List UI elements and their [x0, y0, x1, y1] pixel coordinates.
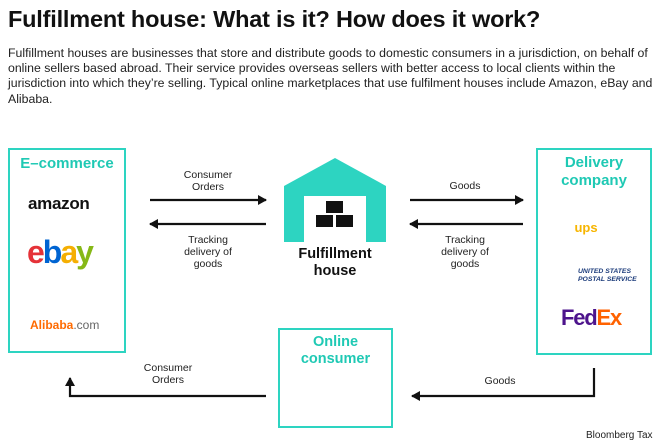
flow-label-line: delivery of [184, 246, 232, 258]
online-consumer-box: Online consumer [278, 328, 393, 428]
warehouse-icon [284, 158, 386, 242]
flow-label-consumer-orders-bottom: Consumer Orders [128, 362, 208, 386]
fulfillment-house-label: Fulfillment house [280, 246, 390, 280]
flow-label-line: delivery of [441, 246, 489, 258]
usps-line1: UNITED STATES [578, 268, 631, 275]
alibaba-name: Alibaba [30, 318, 74, 332]
flow-label-line: goods [193, 258, 223, 270]
ebay-logo: ebay [27, 234, 94, 270]
flow-label-line: Tracking [445, 234, 485, 246]
flow-label-goods-top: Goods [449, 180, 481, 192]
delivery-company-title: Delivery company [538, 154, 650, 190]
delivery-company-box: Delivery company [536, 148, 652, 355]
fedex-ex: Ex [596, 305, 623, 330]
flow-label-goods-bottom: Goods [484, 375, 516, 387]
fedex-fed: Fed [561, 305, 598, 330]
alibaba-logo: Alibaba.com [30, 318, 99, 332]
flow-label-consumer-orders-top: Consumer Orders [168, 169, 248, 193]
ecommerce-box: E–commerce [8, 148, 126, 353]
consumer-title-line1: Online [312, 334, 359, 350]
ecommerce-title: E–commerce [20, 155, 114, 172]
house-label-line2: house [313, 263, 357, 279]
flow-label-line: Tracking [188, 234, 228, 246]
ebay-letter: a [60, 234, 78, 270]
ebay-letter: b [42, 234, 62, 270]
usps-line2: POSTAL SERVICE [578, 276, 637, 283]
flow-label-line: Orders [191, 181, 225, 193]
arrow-orders-to-ecommerce [65, 377, 266, 398]
consumer-title-line2: consumer [300, 351, 371, 367]
flow-label-tracking-right: Tracking delivery of goods [425, 234, 505, 270]
flow-label-line: Orders [151, 374, 185, 386]
arrow-goods-to-consumer [411, 368, 596, 401]
ebay-letter: y [76, 234, 94, 270]
house-label-line1: Fulfillment [298, 246, 372, 262]
amazon-logo: amazon [28, 194, 90, 213]
flow-label-tracking-left: Tracking delivery of goods [168, 234, 248, 270]
flow-label-line: Consumer [143, 362, 193, 374]
page-title: Fulfillment house: What is it? How does … [8, 6, 541, 32]
ebay-letter: e [27, 234, 45, 270]
delivery-title-line2: company [561, 172, 627, 189]
fedex-logo: FedEx [561, 305, 623, 331]
alibaba-suffix: .com [73, 318, 100, 332]
source-credit: Bloomberg Tax [586, 430, 653, 440]
flow-label-line: goods [450, 258, 480, 270]
online-consumer-title: Online consumer [280, 334, 391, 368]
ups-logo: ups [574, 220, 598, 235]
intro-paragraph: Fulfillment houses are businesses that s… [8, 46, 653, 106]
delivery-title-line1: Delivery [564, 154, 624, 171]
flow-label-line: Consumer [183, 169, 233, 181]
usps-logo: UNITED STATES POSTAL SERVICE [578, 268, 637, 284]
